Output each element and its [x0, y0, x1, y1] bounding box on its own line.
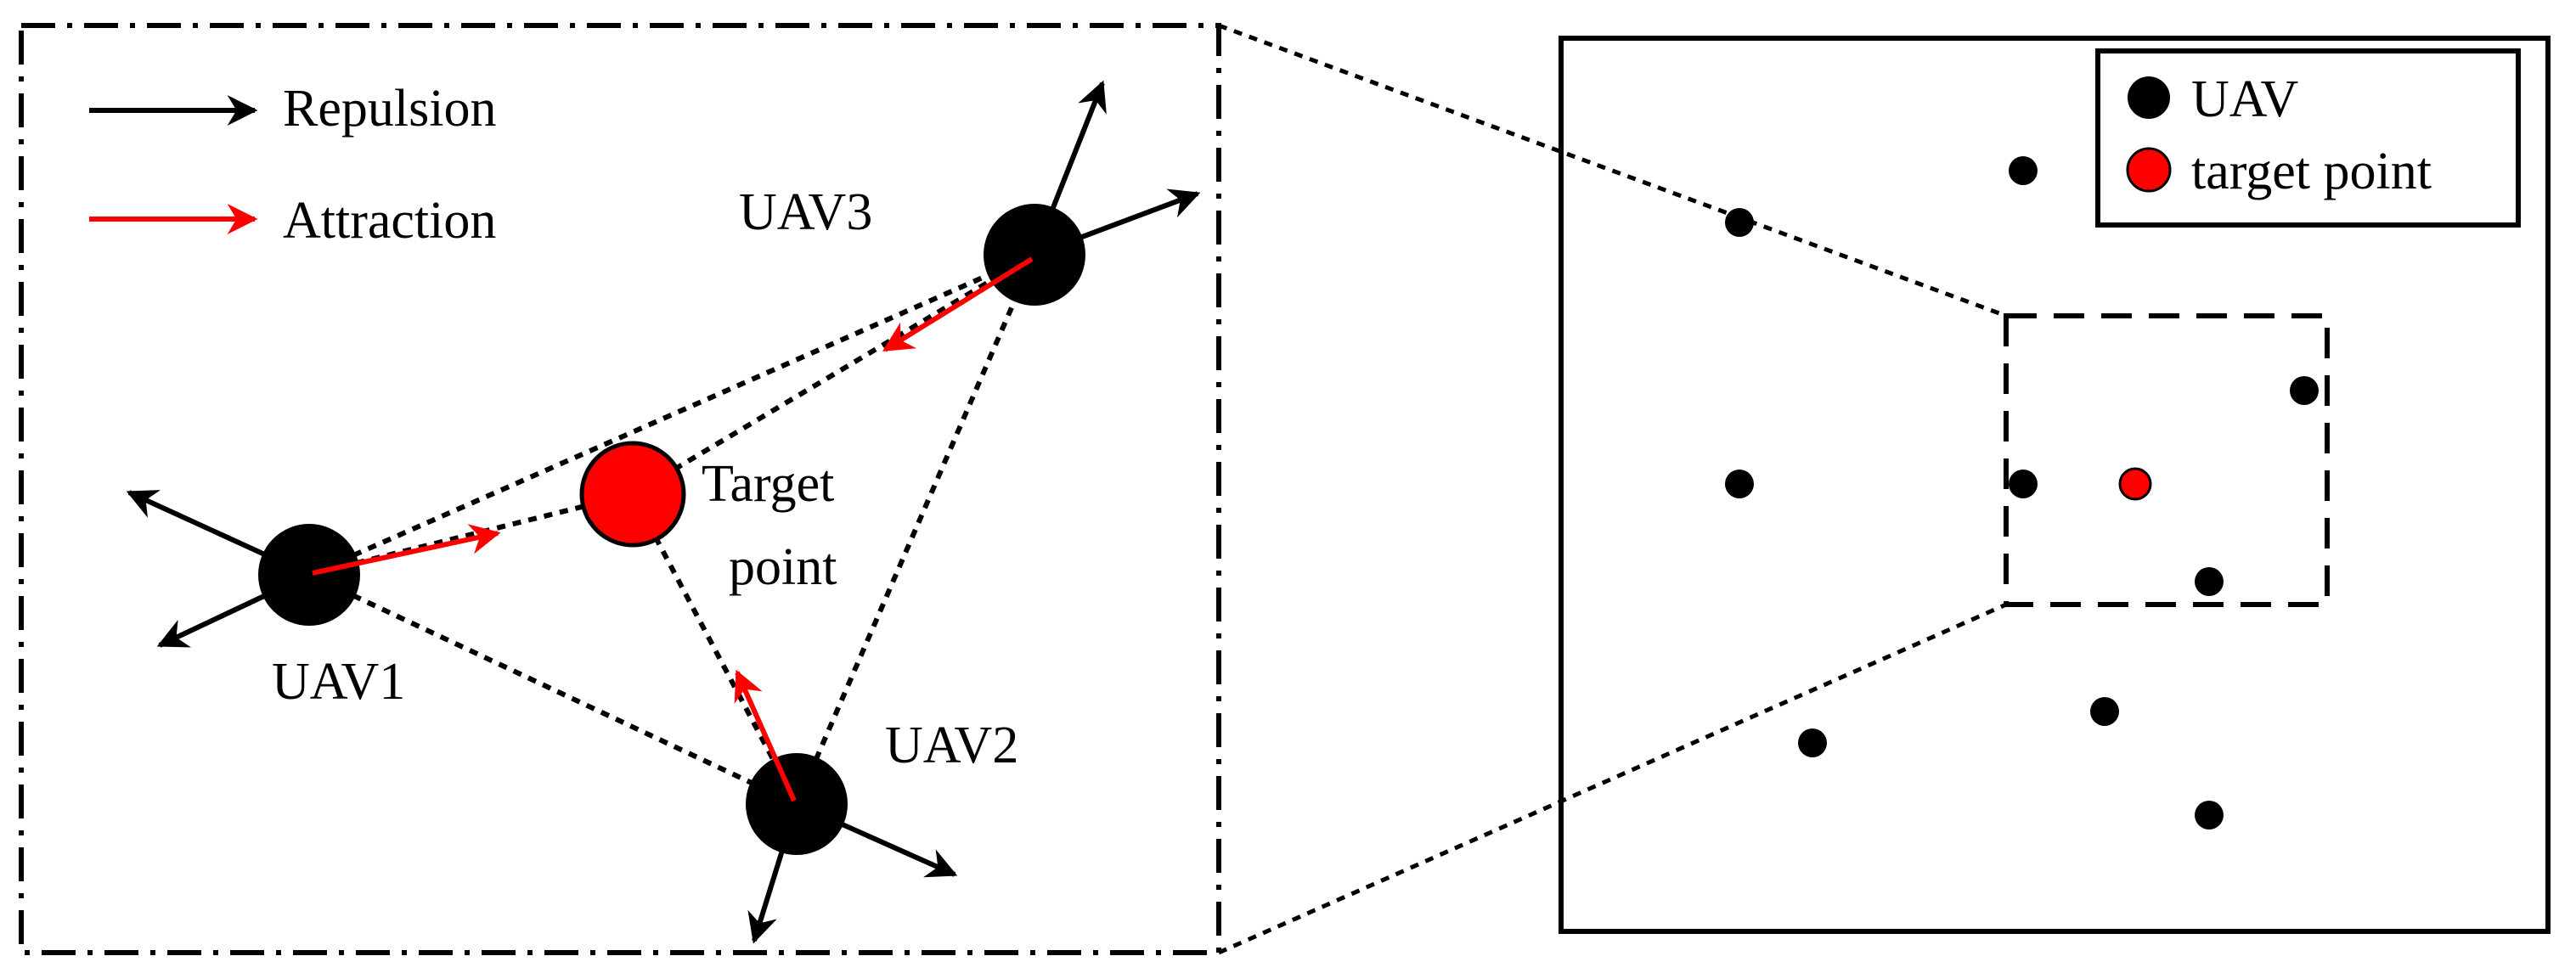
overview-uav-marker — [1725, 208, 1754, 237]
link-target-uav3 — [631, 252, 1036, 497]
overview-uav-marker — [1798, 728, 1827, 757]
target-point-marker — [579, 441, 686, 548]
overview-uav-marker — [2195, 567, 2224, 596]
link-uav2-uav3 — [794, 253, 1037, 806]
uav2-label: UAV2 — [885, 717, 1018, 774]
overview-uav-marker — [2009, 470, 2038, 498]
uav1-label: UAV1 — [272, 653, 405, 711]
projection-line-bottom — [1217, 602, 2008, 955]
overview-uav-marker — [2090, 697, 2119, 726]
legend-target-label: target point — [2191, 143, 2432, 200]
overview-uav-marker — [2195, 801, 2224, 830]
overview-panel: UAV target point — [1559, 36, 2551, 934]
zoom-projection-lines — [1217, 23, 2008, 955]
overview-uavs — [1725, 156, 2319, 830]
uav2: UAV2 — [734, 669, 1018, 944]
target-point-label-line2: point — [729, 538, 837, 596]
uav3: UAV3 — [739, 80, 1201, 352]
overview-uav-marker — [2009, 156, 2038, 185]
uav1: UAV1 — [126, 490, 501, 711]
repulsion-legend-label: Repulsion — [283, 80, 496, 138]
overview-target-marker — [2118, 467, 2152, 501]
zoom-region — [2004, 313, 2330, 607]
link-uav1-uav3 — [307, 252, 1036, 577]
overview-uav-marker — [2290, 376, 2319, 405]
overview-uav-marker — [1725, 470, 1754, 498]
uav1-attraction-arrow — [312, 524, 501, 576]
legend-uav-label: UAV — [2191, 70, 2299, 128]
link-target-uav2 — [630, 492, 799, 806]
uav3-marker — [984, 204, 1085, 306]
overview-panel-border — [1559, 36, 2551, 934]
zoom-panel: Repulsion Attraction Target point UAV1 — [19, 23, 1221, 955]
zoom-panel-border — [19, 23, 1221, 955]
uav3-attraction-arrow — [882, 256, 1034, 352]
uav2-marker — [746, 753, 848, 855]
attraction-legend-label: Attraction — [283, 192, 496, 250]
overview-legend: UAV target point — [2095, 48, 2521, 228]
uav2-attraction-arrow — [734, 669, 797, 802]
target-point-label-line1: Target — [702, 455, 834, 513]
uav3-label: UAV3 — [739, 183, 872, 241]
uav1-marker — [258, 524, 360, 626]
legend-target-marker — [2126, 147, 2172, 193]
projection-line-top — [1218, 23, 2007, 318]
force-legend: Repulsion Attraction — [89, 80, 496, 250]
legend-uav-marker — [2128, 76, 2170, 119]
overview-legend-box — [2095, 48, 2521, 228]
